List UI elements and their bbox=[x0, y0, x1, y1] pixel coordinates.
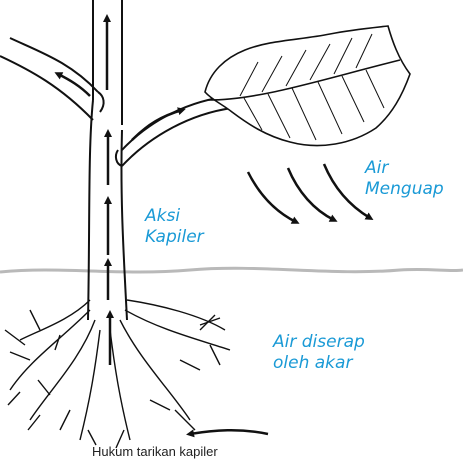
label-capillary: Aksi Kapiler bbox=[145, 206, 204, 248]
leaf-petiole bbox=[116, 96, 232, 166]
left-branch bbox=[0, 38, 104, 120]
label-evaporation-line1: Air bbox=[365, 158, 444, 179]
label-capillary-line1: Aksi bbox=[145, 206, 204, 227]
roots bbox=[5, 300, 230, 448]
label-capillary-line2: Kapiler bbox=[145, 227, 204, 248]
arrow-evap-2 bbox=[288, 168, 334, 220]
arrow-petiole bbox=[132, 110, 182, 140]
label-evaporation: Air Menguap bbox=[365, 158, 444, 200]
label-absorption-line2: oleh akar bbox=[273, 353, 365, 374]
leaf bbox=[205, 26, 410, 146]
arrow-evap-3 bbox=[324, 164, 370, 218]
diagram-caption: Hukum tarikan kapiler bbox=[92, 444, 218, 459]
arrow-ground bbox=[190, 430, 268, 434]
arrow-evap-1 bbox=[248, 172, 296, 222]
ground-line bbox=[0, 268, 463, 272]
label-absorption-line1: Air diserap bbox=[273, 332, 365, 353]
label-absorption: Air diserap oleh akar bbox=[273, 332, 365, 374]
label-evaporation-line2: Menguap bbox=[365, 179, 444, 200]
